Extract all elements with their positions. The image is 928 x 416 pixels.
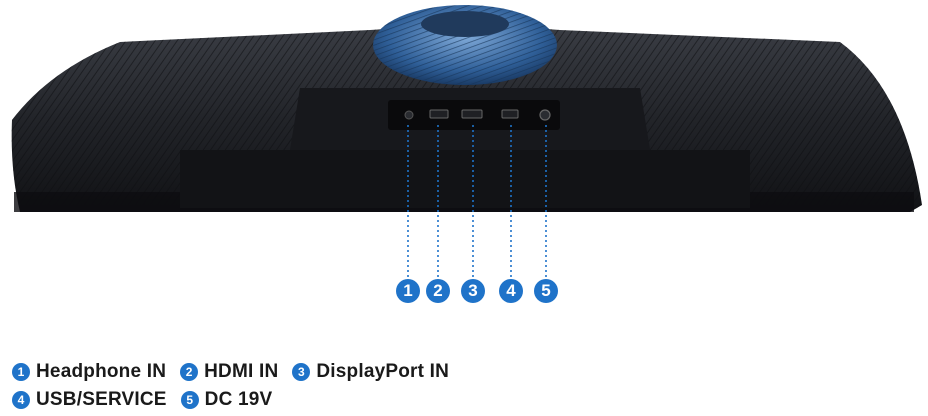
legend-badge: 1 — [12, 363, 30, 381]
legend-badge: 3 — [292, 363, 311, 381]
port-legend: 1 Headphone IN 2 HDMI IN 3 DisplayPort I… — [12, 358, 463, 414]
legend-label: DC 19V — [204, 389, 273, 410]
callout-4: 4 — [499, 279, 523, 303]
legend-label: USB/SERVICE — [36, 389, 167, 410]
callout-1: 1 — [396, 279, 420, 303]
legend-label: DisplayPort IN — [316, 361, 450, 382]
legend-item-hdmi: 2 HDMI IN — [180, 361, 278, 383]
monitor-rear-diagram — [11, 5, 922, 278]
legend-label: HDMI IN — [204, 361, 279, 382]
monitor-body — [11, 26, 922, 212]
legend-badge: 5 — [180, 391, 199, 409]
legend-badge: 2 — [180, 363, 199, 381]
legend-item-headphone: 1 Headphone IN — [12, 361, 166, 383]
legend-item-displayport: 3 DisplayPort IN — [292, 361, 449, 383]
legend-row: 1 Headphone IN 2 HDMI IN 3 DisplayPort I… — [12, 358, 463, 386]
core-lighting-ring — [373, 5, 557, 85]
callout-2: 2 — [426, 279, 450, 303]
legend-item-usb: 4 USB/SERVICE — [12, 389, 167, 411]
legend-row: 4 USB/SERVICE 5 DC 19V — [12, 386, 463, 414]
legend-label: Headphone IN — [36, 361, 167, 382]
legend-item-dc: 5 DC 19V — [180, 389, 273, 411]
legend-badge: 4 — [12, 391, 30, 409]
callout-5: 5 — [534, 279, 558, 303]
leader-lines — [407, 125, 547, 278]
callout-3: 3 — [461, 279, 485, 303]
